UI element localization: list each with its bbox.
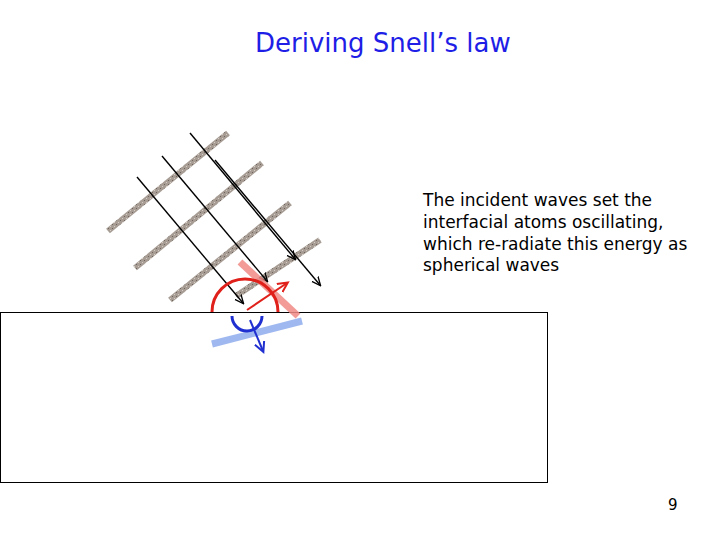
reflected-arrow [247, 283, 287, 310]
slide-title: Deriving Snell’s law [255, 28, 511, 58]
refracted-wave-arc [232, 316, 262, 331]
incident-rays [137, 133, 320, 303]
wavefronts [108, 133, 320, 300]
refracted-wavefront [212, 321, 302, 344]
medium-block [1, 313, 548, 483]
explanation-note: The incident waves set the interfacial a… [423, 190, 693, 277]
page-number: 9 [668, 496, 678, 514]
refracted-arrow [250, 320, 263, 351]
